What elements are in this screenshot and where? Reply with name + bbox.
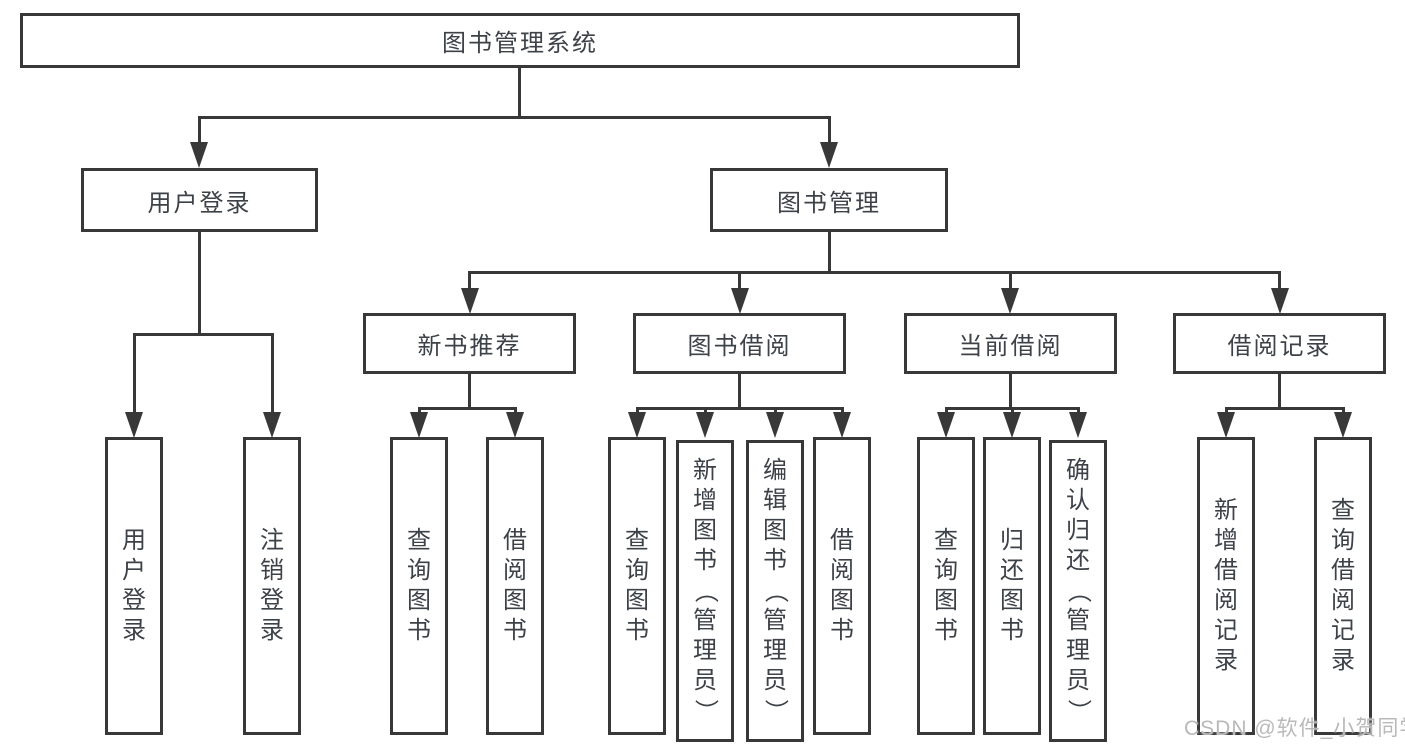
node-return-books: 归还图书: [983, 437, 1041, 735]
arrow-down-icon: [696, 412, 714, 438]
node-query-borrow-record: 查询借阅记录: [1314, 437, 1372, 735]
connector: [1278, 271, 1281, 293]
node-edit-book-admin: 编辑图书（管理员）: [746, 440, 804, 742]
connector: [418, 407, 517, 410]
node-add-book-admin: 新增图书（管理员）: [676, 440, 734, 742]
arrow-down-icon: [1217, 412, 1235, 438]
arrow-down-icon: [1069, 412, 1087, 438]
node-book-borrowing: 图书借阅: [633, 313, 846, 374]
arrow-down-icon: [1001, 288, 1019, 314]
node-query-books-current: 查询图书: [917, 437, 975, 735]
arrow-down-icon: [628, 412, 646, 438]
node-user-login-leaf: 用户登录: [105, 437, 163, 735]
connector: [198, 116, 831, 119]
node-library-management-system: 图书管理系统: [20, 13, 1020, 68]
connector: [828, 116, 831, 150]
node-new-book-recommendation: 新书推荐: [363, 313, 576, 374]
arrow-down-icon: [190, 142, 208, 168]
node-borrow-books-recommend: 借阅图书: [486, 437, 544, 735]
csdn-watermark: CSDN @软件_小贺同学: [1184, 717, 1405, 740]
connector: [468, 271, 471, 293]
connector: [738, 372, 741, 410]
arrow-down-icon: [1334, 412, 1352, 438]
arrow-down-icon: [1271, 288, 1289, 314]
arrow-down-icon: [766, 412, 784, 438]
node-query-books-recommend: 查询图书: [390, 437, 448, 735]
node-query-books-borrowing: 查询图书: [608, 437, 666, 735]
connector: [1009, 372, 1012, 410]
connector: [468, 372, 471, 410]
arrow-down-icon: [731, 288, 749, 314]
arrow-down-icon: [461, 288, 479, 314]
connector: [1009, 271, 1012, 293]
connector: [945, 407, 1080, 410]
arrow-down-icon: [506, 412, 524, 438]
node-current-borrowing: 当前借阅: [904, 313, 1117, 374]
arrow-down-icon: [937, 412, 955, 438]
node-add-borrow-record: 新增借阅记录: [1197, 437, 1255, 735]
arrow-down-icon: [125, 412, 143, 438]
arrow-down-icon: [263, 412, 281, 438]
arrow-down-icon: [833, 412, 851, 438]
node-borrowing-records: 借阅记录: [1173, 313, 1386, 374]
node-logout: 注销登录: [243, 437, 301, 735]
connector: [636, 407, 844, 410]
connector: [133, 333, 274, 336]
node-confirm-return-admin: 确认归还（管理员）: [1049, 440, 1107, 742]
node-user-login: 用户登录: [81, 168, 318, 232]
connector: [828, 230, 831, 274]
connector: [518, 66, 521, 119]
connector: [1278, 372, 1281, 410]
connector: [738, 271, 741, 293]
node-borrow-books-leaf: 借阅图书: [813, 437, 871, 735]
connector: [271, 333, 274, 415]
connector: [133, 333, 136, 415]
connector: [198, 230, 201, 336]
connector: [198, 116, 201, 150]
arrow-down-icon: [410, 412, 428, 438]
node-book-management: 图书管理: [710, 168, 948, 232]
connector: [1225, 407, 1345, 410]
connector: [468, 271, 1281, 274]
arrow-down-icon: [1003, 412, 1021, 438]
arrow-down-icon: [820, 142, 838, 168]
